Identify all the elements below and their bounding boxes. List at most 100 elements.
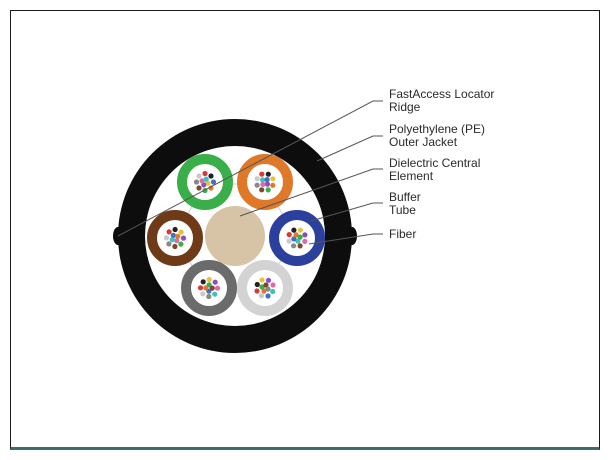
label-buffer-tube: Buffer Tube: [389, 190, 424, 217]
fiber: [174, 238, 180, 244]
fiber: [254, 182, 260, 188]
fiber: [208, 185, 214, 191]
fiber: [297, 234, 303, 240]
fiber: [203, 285, 209, 291]
fiber: [295, 238, 301, 244]
fiber: [206, 282, 212, 288]
fiber: [260, 177, 266, 183]
fiber: [260, 181, 266, 187]
fiber: [201, 182, 207, 188]
fiber: [209, 285, 215, 291]
fiber: [254, 176, 260, 182]
fiber: [265, 171, 271, 177]
fiber: [212, 291, 218, 297]
fiber: [302, 238, 308, 244]
fiber: [169, 237, 175, 243]
fiber: [200, 291, 206, 297]
label-central-element: Dielectric Central Element: [389, 156, 484, 183]
label-fiber-line1: Fiber: [389, 227, 416, 241]
fiber: [297, 227, 303, 233]
leader-line-ridge: [117, 100, 383, 237]
fiber: [196, 173, 202, 179]
tube-wall: [177, 154, 233, 210]
label-outer-jacket-line1: Polyethylene (PE): [389, 122, 485, 136]
fiber: [270, 182, 276, 188]
tube-wall: [147, 210, 203, 266]
leader-line-buffer: [310, 202, 383, 222]
fiber: [291, 243, 297, 249]
fiber: [202, 170, 208, 177]
label-buffer-tube-line2: Tube: [389, 203, 416, 217]
fiber: [259, 171, 265, 177]
fiber: [178, 229, 184, 235]
fiber: [206, 293, 212, 300]
fiber: [265, 277, 272, 283]
cable-cross-section-diagram: FastAccess Locator Ridge Polyethylene (P…: [113, 87, 498, 353]
diagram-frame: FastAccess Locator Ridge Polyethylene (P…: [10, 10, 600, 450]
fiber: [210, 179, 217, 185]
label-outer-jacket-line2: Outer Jacket: [389, 135, 458, 149]
fiber: [180, 235, 187, 241]
fiber: [178, 241, 184, 247]
buffer-tube-gray: [181, 260, 237, 316]
fiber: [170, 232, 176, 238]
leader-line-jacket: [316, 135, 383, 162]
label-locator-ridge-line2: Ridge: [389, 100, 421, 114]
label-locator-ridge-line1: FastAccess Locator: [389, 87, 494, 101]
fiber: [261, 288, 267, 294]
label-central-element-line1: Dielectric Central: [389, 156, 480, 170]
label-fiber: Fiber: [389, 227, 416, 241]
fiber: [212, 279, 218, 285]
fiber: [291, 236, 297, 242]
label-central-element-line2: Element: [389, 169, 434, 183]
fiber: [297, 243, 303, 249]
fiber: [166, 229, 172, 235]
fiber: [193, 179, 200, 185]
fiber: [286, 238, 292, 244]
fiber: [259, 277, 265, 283]
fiber: [254, 281, 260, 288]
fiber: [264, 177, 270, 183]
fiber: [163, 235, 170, 241]
fiber: [172, 243, 178, 250]
central-element: [205, 206, 265, 266]
tube-wall: [237, 154, 293, 210]
buffer-tube-blue: [269, 210, 325, 266]
locator-ridge-right: [347, 227, 357, 245]
fiber: [206, 288, 212, 294]
fiber: [214, 285, 221, 291]
tube-wall: [237, 260, 293, 316]
label-locator-ridge: FastAccess Locator Ridge: [389, 87, 498, 114]
fiber: [270, 282, 276, 288]
leader-line-central: [239, 168, 383, 217]
fiber: [254, 288, 260, 294]
fiber: [172, 226, 178, 233]
tube-wall: [269, 210, 325, 266]
fiber: [259, 284, 265, 290]
fiber: [199, 178, 205, 184]
fiber: [270, 176, 276, 182]
fiber: [196, 185, 202, 191]
fiber: [205, 180, 211, 186]
fiber: [200, 279, 206, 285]
buffer-tube-white: [237, 260, 293, 316]
fiber: [203, 176, 209, 182]
fiber: [263, 282, 269, 288]
fiber: [265, 286, 271, 292]
leader-line-fiber: [308, 233, 383, 245]
label-outer-jacket: Polyethylene (PE) Outer Jacket: [389, 122, 488, 149]
fiber: [286, 232, 292, 238]
fiber: [206, 276, 212, 283]
buffer-tube-brown: [147, 210, 203, 266]
fiber: [259, 187, 265, 193]
fiber: [258, 293, 265, 299]
fiber: [208, 173, 214, 179]
label-buffer-tube-line1: Buffer: [389, 190, 421, 204]
fiber: [197, 285, 204, 291]
fiber: [291, 227, 297, 233]
fiber: [265, 293, 271, 299]
fiber: [175, 233, 181, 239]
fiber: [270, 288, 276, 295]
fiber: [293, 232, 299, 238]
tube-wall: [181, 260, 237, 316]
